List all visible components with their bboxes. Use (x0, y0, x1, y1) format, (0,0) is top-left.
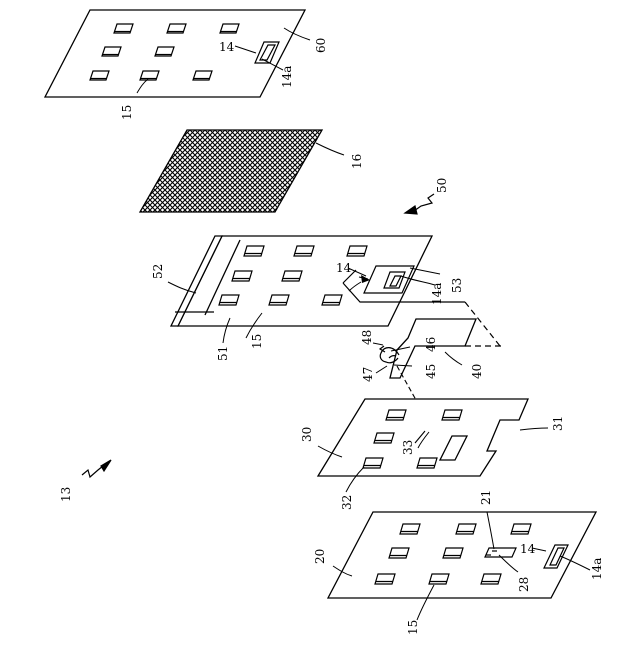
sheet-60 (45, 10, 310, 97)
label-14a-bot: 14a (590, 558, 604, 580)
mesh-layer-16 (140, 130, 344, 212)
label-30: 30 (300, 427, 314, 442)
assembly-50-arrow (405, 194, 434, 214)
label-14-mid: 14 (336, 261, 352, 275)
label-47: 47 (361, 367, 375, 382)
label-14-bot: 14 (520, 542, 536, 556)
label-32: 32 (340, 495, 354, 510)
assembly-13-arrow (82, 460, 111, 477)
sheet-20 (328, 512, 596, 620)
label-15-top: 15 (120, 105, 134, 120)
sheet-30 (318, 399, 548, 492)
label-53: 53 (450, 278, 464, 293)
label-52: 52 (151, 264, 165, 279)
label-13: 13 (59, 487, 73, 502)
label-48: 48 (360, 330, 374, 345)
label-46: 46 (424, 337, 438, 352)
label-21: 21 (479, 490, 493, 505)
label-15-bot: 15 (406, 620, 420, 635)
label-14a-mid: 14a (430, 283, 444, 305)
label-20: 20 (313, 549, 327, 564)
label-31: 31 (551, 416, 565, 431)
label-28: 28 (517, 577, 531, 592)
label-14a-top: 14a (280, 66, 294, 88)
label-45: 45 (424, 364, 438, 379)
label-16: 16 (350, 154, 364, 169)
label-15-mid: 15 (250, 334, 264, 349)
label-14-top: 14 (219, 40, 235, 54)
label-50: 50 (435, 178, 449, 193)
label-33: 33 (401, 440, 415, 455)
label-51: 51 (216, 346, 230, 361)
label-60: 60 (314, 38, 328, 53)
label-40: 40 (470, 364, 484, 379)
